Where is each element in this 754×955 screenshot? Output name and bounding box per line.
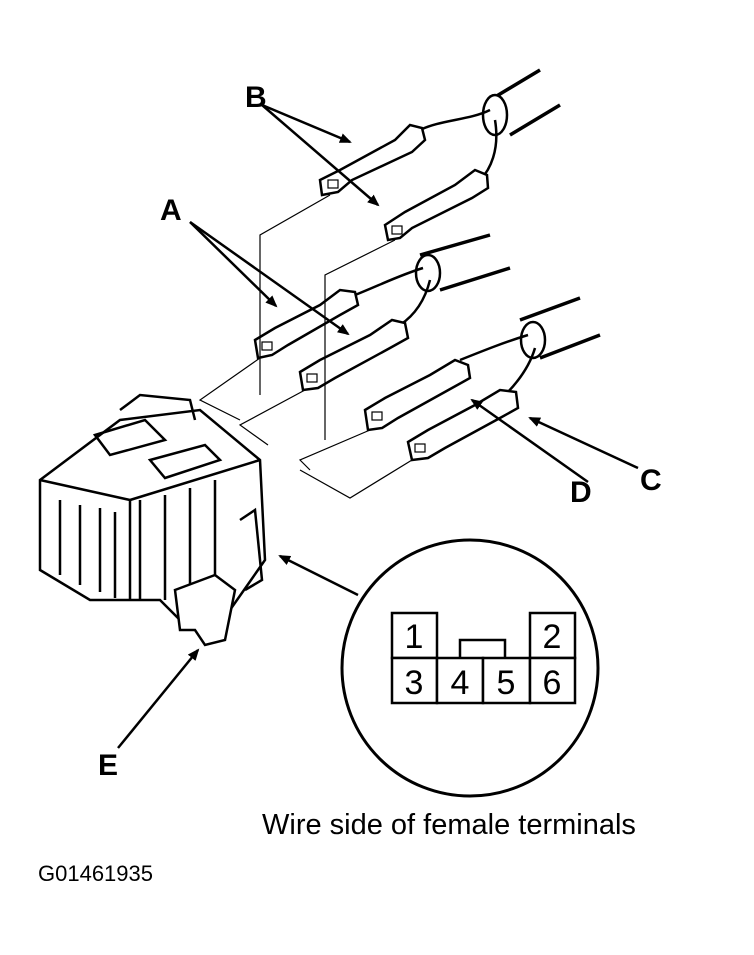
pin-2: 2 [543, 618, 562, 656]
pin-6: 6 [543, 664, 562, 702]
cable-c [459, 296, 601, 396]
figure-id: G01461935 [38, 861, 153, 886]
terminal-a-lower [298, 318, 410, 392]
cable-b [419, 68, 561, 181]
pin-3: 3 [405, 664, 424, 702]
label-b: B [245, 81, 267, 114]
pin-5: 5 [497, 664, 516, 702]
label-e: E [98, 749, 118, 782]
projection-lines [198, 194, 413, 499]
caption: Wire side of female terminals [262, 809, 636, 841]
pinout-detail: 1 2 3 4 5 6 [340, 538, 600, 798]
pin-1: 1 [405, 618, 424, 656]
terminal-b-lower [383, 168, 490, 242]
terminal-c [406, 388, 520, 462]
label-c: C [640, 464, 662, 497]
pin-4: 4 [451, 664, 470, 702]
label-d: D [570, 476, 592, 509]
label-a: A [160, 194, 182, 227]
connector-housing [38, 393, 267, 647]
terminal-a-upper [253, 288, 360, 360]
terminal-d [363, 358, 472, 432]
leader-arrows [117, 103, 639, 749]
